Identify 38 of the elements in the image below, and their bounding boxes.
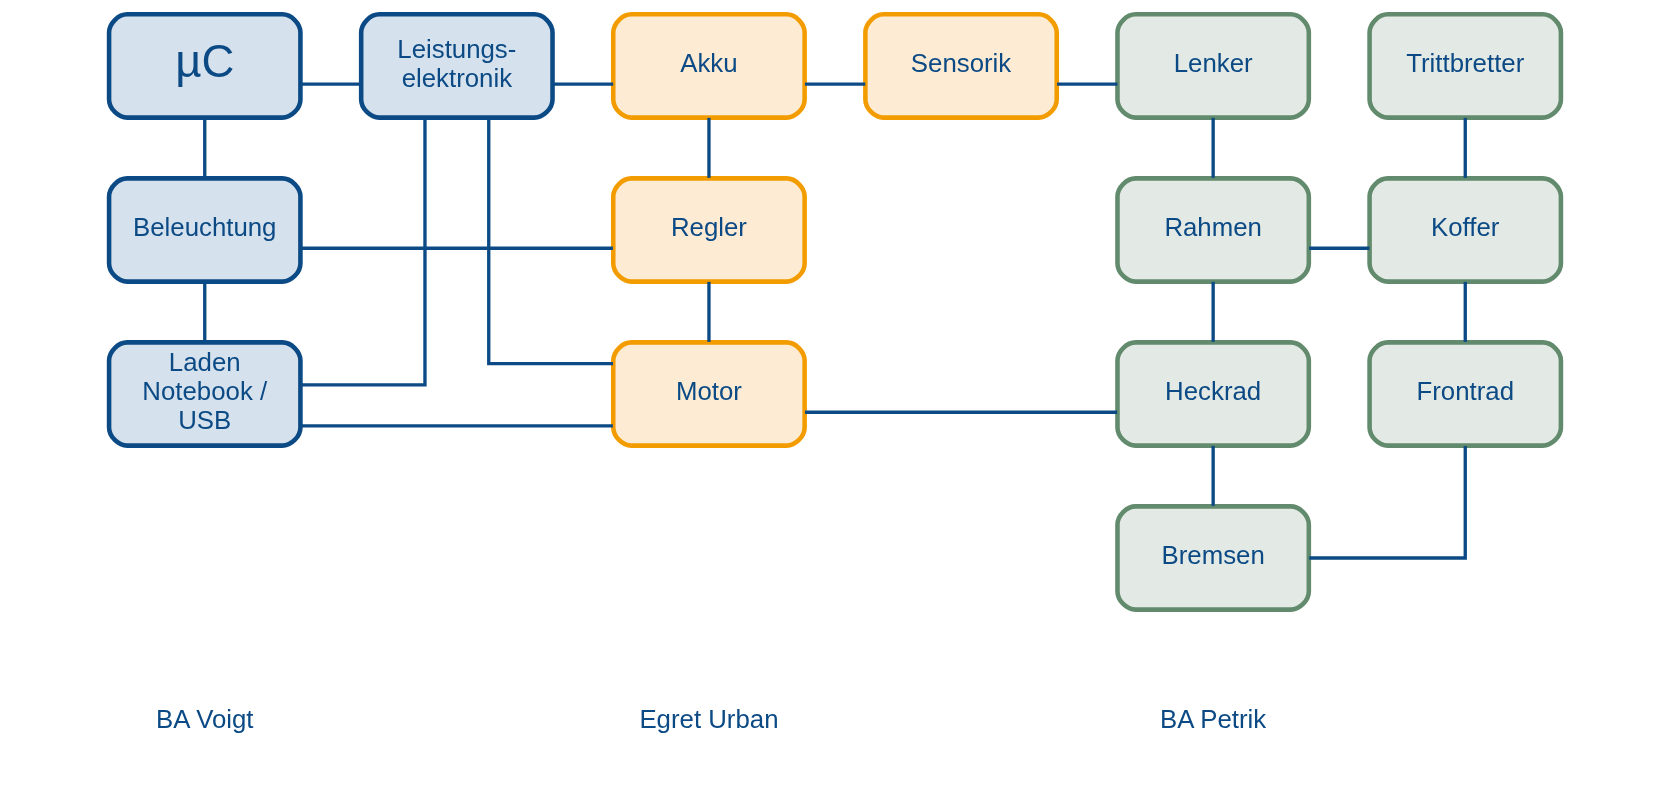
node-box: Regler (610, 176, 807, 284)
connector (706, 281, 711, 342)
node-box: Sensorik (862, 12, 1059, 120)
node-box: Beleuchtung (106, 176, 303, 284)
node-box: Frontrad (1366, 340, 1563, 448)
connector (1308, 246, 1369, 250)
connector (552, 82, 613, 86)
node-box: Motor (610, 340, 807, 448)
node-box: Leistungs- elektronik (358, 12, 555, 120)
connector (804, 82, 865, 86)
node-box: Lenker (1114, 12, 1311, 120)
connector (202, 117, 206, 178)
connector (1056, 82, 1117, 86)
connector (1211, 445, 1215, 506)
connector (1463, 117, 1467, 178)
label: BA Petrik (1159, 705, 1266, 734)
connector (804, 410, 1117, 414)
connector (300, 424, 613, 428)
connector (486, 117, 613, 366)
label: BA Voigt (155, 705, 254, 734)
connector (706, 117, 711, 178)
node-box: Akku (610, 12, 807, 120)
node-box: Rahmen (1114, 176, 1311, 284)
node-box: Heckrad (1114, 340, 1311, 448)
connector (300, 246, 613, 250)
connector (202, 281, 206, 342)
node-box: Trittbretter (1366, 12, 1563, 120)
connector (300, 117, 427, 387)
label: Egret Urban (638, 705, 778, 734)
node-box: Laden Notebook / USB (106, 340, 303, 448)
node-box: µC (106, 12, 303, 120)
node-box: Bremsen (1114, 504, 1311, 612)
connector (1463, 281, 1467, 342)
connector (1211, 281, 1215, 342)
node-box: Koffer (1366, 176, 1563, 284)
connector (1308, 445, 1467, 560)
connector (300, 82, 361, 86)
connector (1211, 117, 1215, 178)
